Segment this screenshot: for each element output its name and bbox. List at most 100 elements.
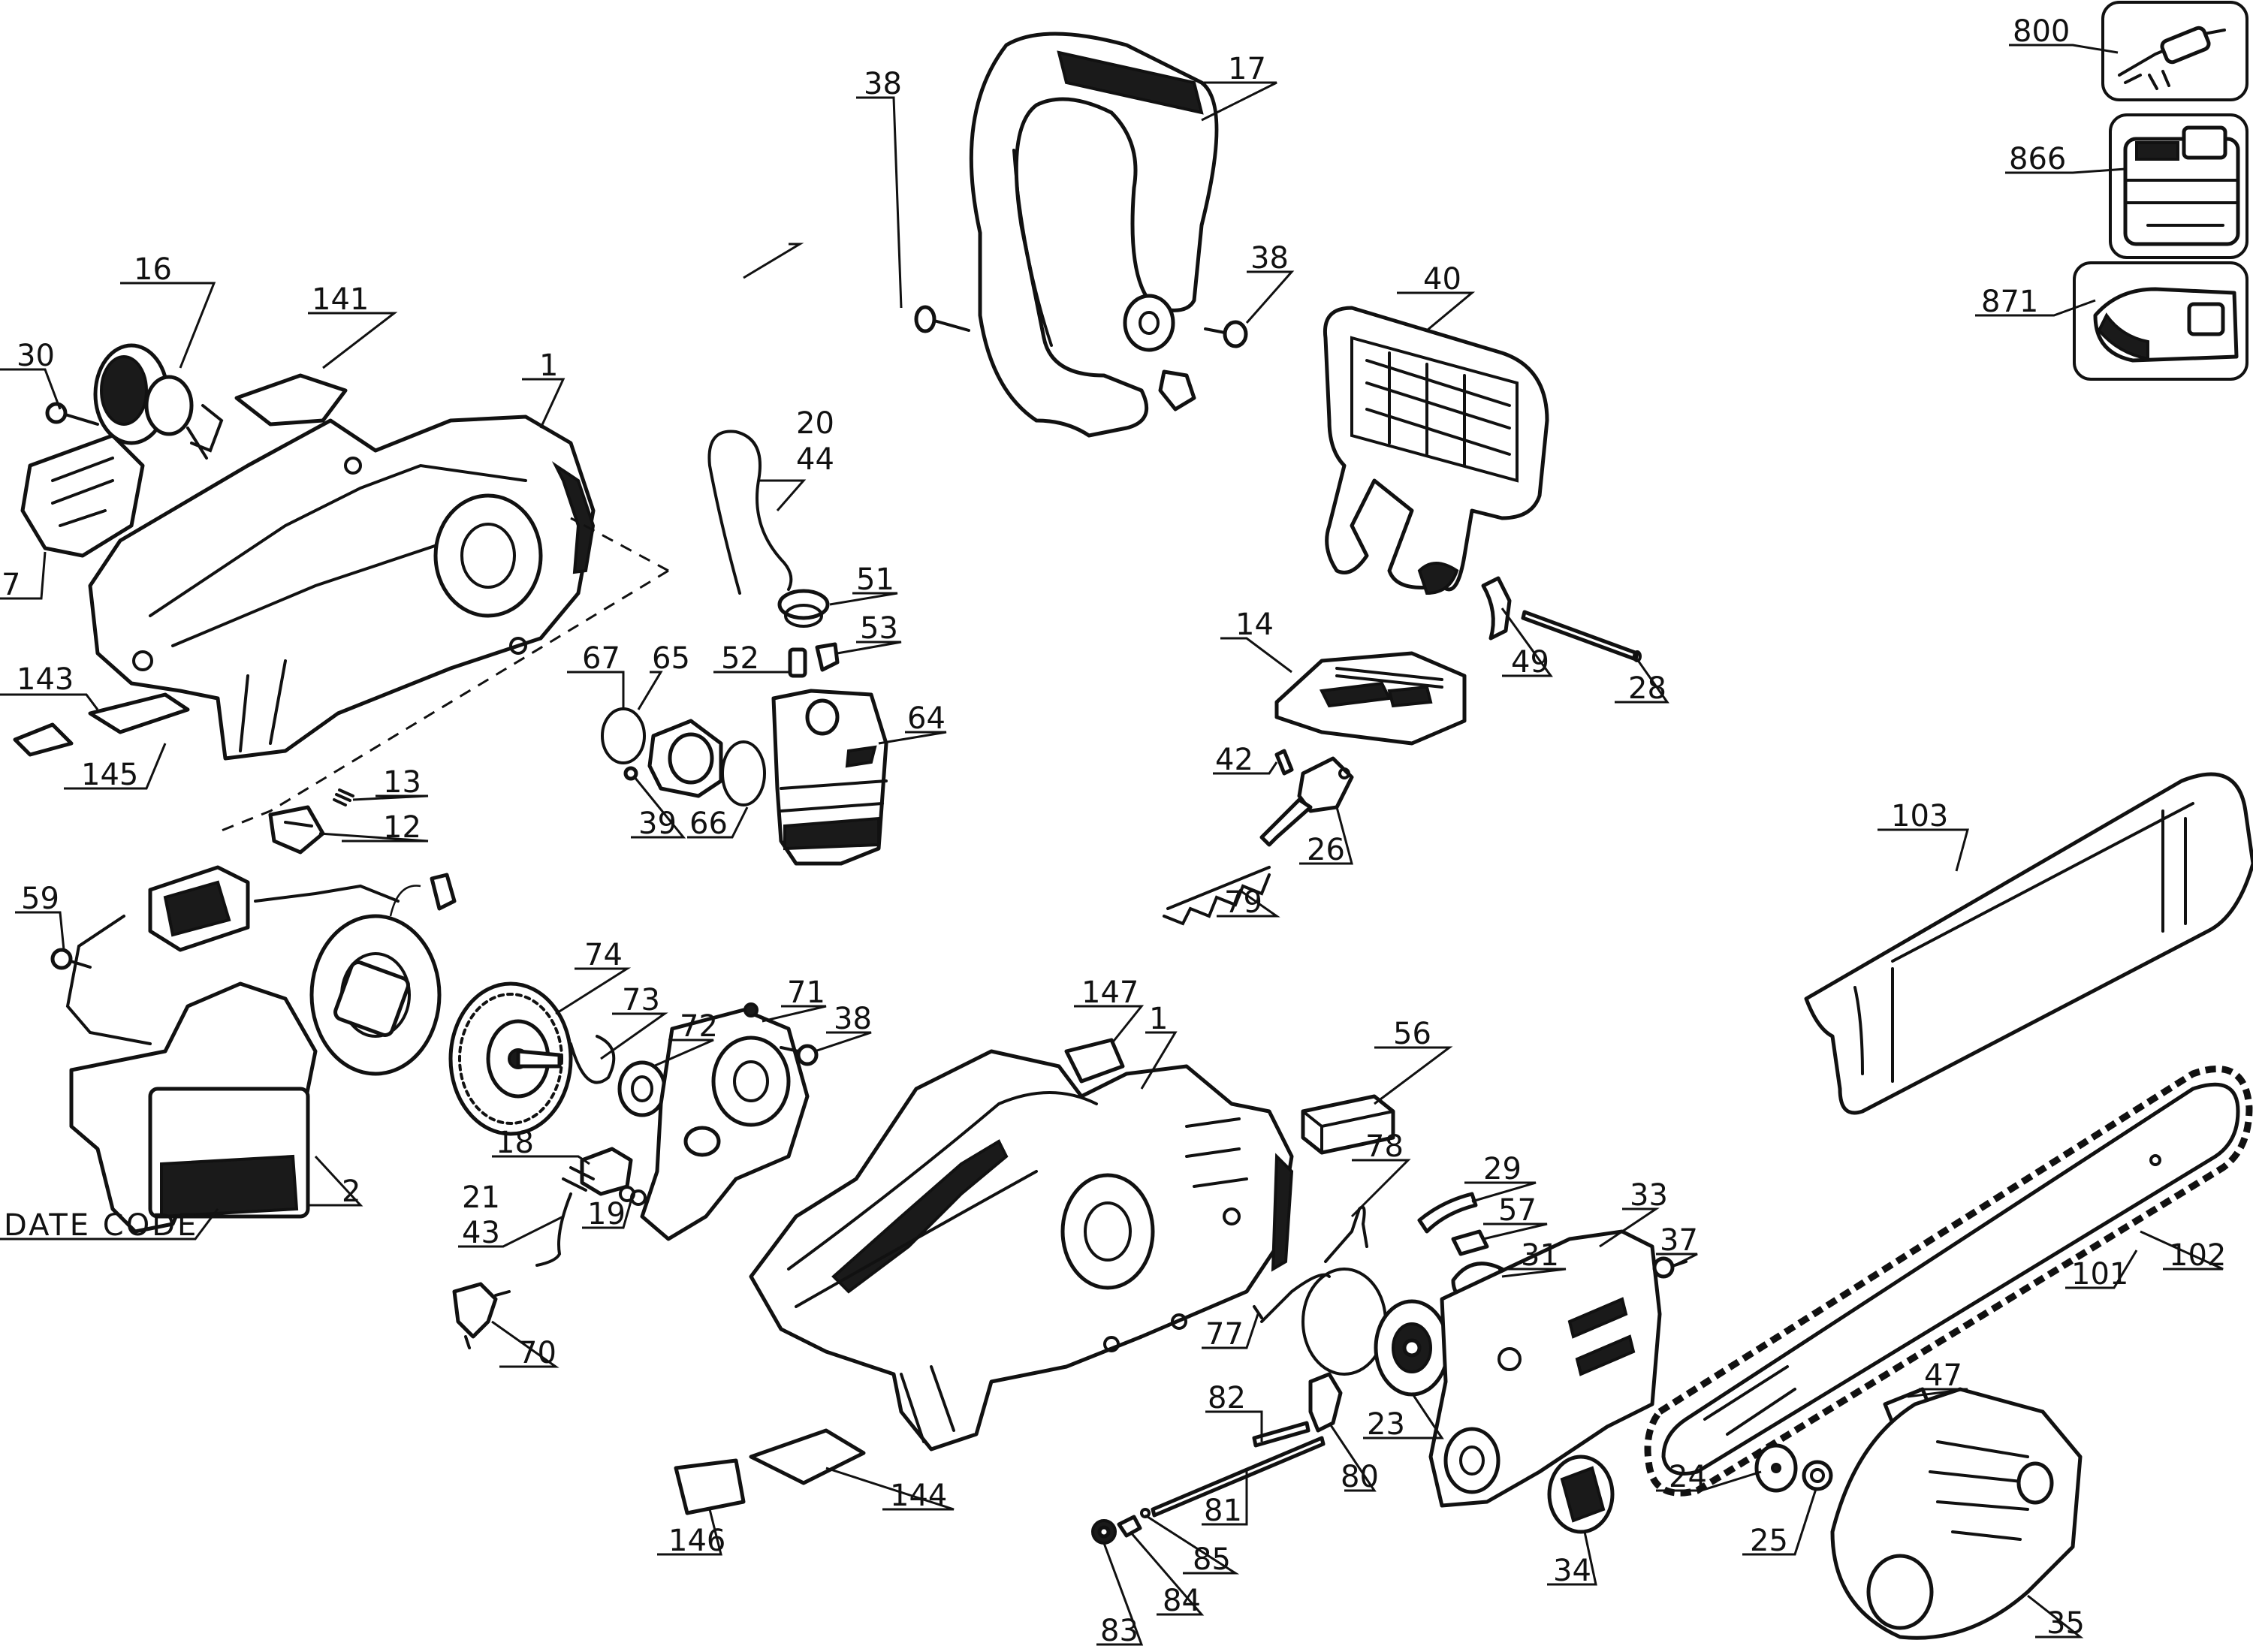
part-74-drive-gear — [448, 981, 573, 1136]
part-56-pad — [1301, 1094, 1395, 1155]
part-33-sprocket-cover — [1428, 1229, 1662, 1508]
callout-144: 144 — [890, 1479, 947, 1513]
label-146 — [674, 1458, 746, 1515]
part-101-guide-bar — [1661, 1082, 2240, 1476]
callout-16: 16 — [134, 252, 172, 287]
callout-52: 52 — [721, 641, 759, 676]
part-38-screw-middle — [780, 1044, 819, 1066]
callout-12: 12 — [383, 810, 421, 845]
part-64-oil-tank — [771, 689, 888, 866]
part-12-switch-lock — [268, 805, 325, 855]
callout-80: 80 — [1341, 1460, 1379, 1494]
callout-2: 2 — [342, 1174, 360, 1209]
callout-23: 23 — [1367, 1407, 1405, 1442]
part-83-nut — [1091, 1519, 1117, 1545]
callout-84: 84 — [1163, 1584, 1201, 1618]
label-144 — [749, 1428, 866, 1485]
part-brake-band — [1301, 1268, 1387, 1376]
callout-71: 71 — [787, 975, 825, 1010]
part-35-side-cover — [1830, 1387, 2083, 1640]
callout-74: 74 — [584, 938, 623, 972]
part-85-pin — [1140, 1508, 1151, 1518]
callout-29: 29 — [1483, 1152, 1522, 1186]
part-67-o-ring — [601, 707, 646, 764]
part-16-trigger-switch — [93, 343, 224, 460]
part-71-gear-case — [640, 1002, 810, 1241]
callout-103: 103 — [1891, 799, 1948, 834]
callout-81: 81 — [1204, 1494, 1242, 1528]
part-14-boot — [1274, 651, 1467, 746]
part-26-brake-lever — [1259, 756, 1354, 847]
part-49-bushing — [1481, 576, 1512, 641]
callout-146: 146 — [668, 1524, 725, 1558]
callout-30: 30 — [17, 339, 55, 373]
part-21-oil-hose — [535, 1192, 572, 1267]
callout-40: 40 — [1423, 262, 1461, 297]
callout-56: 56 — [1393, 1017, 1431, 1051]
callout-49: 49 — [1511, 645, 1549, 680]
callout-85: 85 — [1193, 1542, 1231, 1577]
label-147 — [1064, 1038, 1125, 1084]
callout-800: 800 — [2013, 14, 2070, 49]
part-81-adjuster-rod — [1151, 1436, 1326, 1518]
assembly-dashed-outline — [213, 517, 669, 835]
part-38-screw-left — [914, 305, 970, 333]
part-57-button — [1451, 1229, 1489, 1256]
callout-28: 28 — [1628, 671, 1666, 706]
callout-143: 143 — [17, 662, 74, 697]
part-29-spring — [1417, 1192, 1478, 1234]
callout-labels: 16 141 30 1 7 143 145 13 12 59 DATE CODE… — [2, 14, 2226, 1648]
callout-102: 102 — [2169, 1238, 2226, 1273]
part-82-stud — [1252, 1421, 1310, 1448]
callout-47: 47 — [1924, 1358, 1962, 1393]
callout-37: 37 — [1660, 1223, 1698, 1258]
accessory-866-battery — [2109, 113, 2248, 259]
accessory-871-charger — [2073, 261, 2248, 381]
part-73-retaining-ring — [569, 1035, 616, 1084]
label-143 — [88, 692, 190, 734]
callout-21: 21 — [462, 1180, 500, 1215]
part-24-washer — [1754, 1443, 1798, 1493]
label-141 — [234, 373, 348, 427]
part-52-valve — [788, 647, 807, 678]
part-25-nut — [1802, 1460, 1833, 1491]
part-79-spring — [1163, 866, 1271, 926]
part-70-fitting — [452, 1282, 511, 1349]
callout-44: 44 — [796, 442, 834, 477]
callout-147: 147 — [1081, 975, 1139, 1010]
part-20-oil-tube — [707, 430, 793, 595]
housing-right-half — [749, 1049, 1294, 1452]
callout-19: 19 — [587, 1197, 626, 1231]
part-65-tank-fitting — [647, 719, 723, 798]
callout-33: 33 — [1630, 1178, 1668, 1213]
part-66-o-ring — [721, 740, 766, 806]
callout-38-right: 38 — [1250, 241, 1289, 276]
callout-20: 20 — [796, 406, 834, 441]
label-145 — [13, 722, 74, 757]
callout-101: 101 — [2071, 1257, 2128, 1292]
callout-53: 53 — [860, 611, 898, 646]
callout-82: 82 — [1208, 1381, 1246, 1415]
part-102-saw-chain — [1644, 1065, 2253, 1497]
callout-70: 70 — [518, 1336, 556, 1370]
callout-17: 17 — [1228, 52, 1266, 86]
part-80-bracket — [1308, 1372, 1343, 1433]
part-38-screw-right — [1204, 320, 1248, 348]
part-59-screw — [50, 948, 92, 970]
part-42-pin — [1274, 749, 1294, 776]
callout-73: 73 — [622, 983, 660, 1017]
part-40-hand-guard — [1323, 306, 1549, 595]
callout-78: 78 — [1365, 1129, 1404, 1164]
callout-31: 31 — [1521, 1238, 1559, 1273]
callout-871: 871 — [1981, 285, 2038, 319]
callout-1-mid: 1 — [1149, 1002, 1168, 1036]
callout-64: 64 — [907, 701, 946, 736]
callout-38-left: 38 — [864, 67, 902, 101]
callout-43: 43 — [462, 1216, 500, 1250]
callout-145: 145 — [81, 758, 138, 792]
part-103-bar-scabbard — [1804, 772, 2253, 1115]
accessory-800-charger-cable — [2101, 1, 2248, 101]
callout-51: 51 — [856, 562, 894, 597]
callout-24: 24 — [1669, 1460, 1707, 1494]
